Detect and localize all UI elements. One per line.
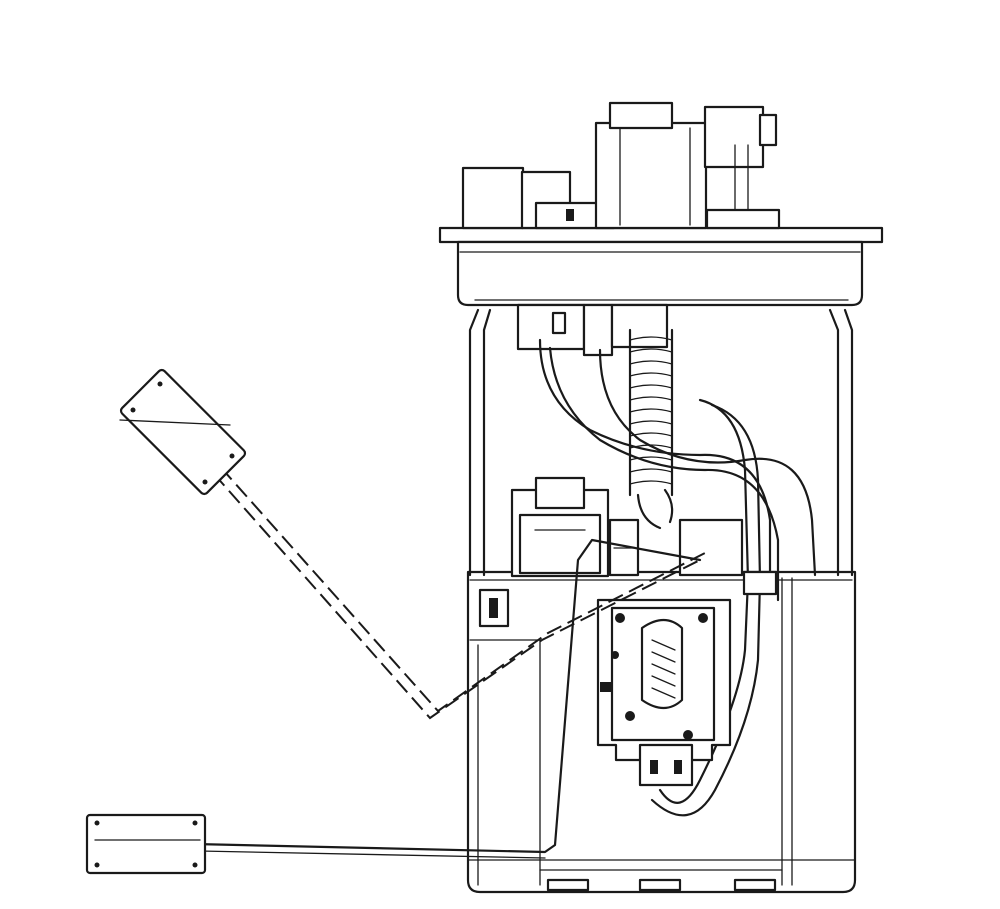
wire-harness	[538, 338, 817, 817]
guide-rods	[468, 308, 854, 577]
corrugated-fuel-hose	[628, 328, 674, 530]
float-arm-lower-position	[85, 538, 702, 875]
under-flange-fittings	[516, 303, 669, 357]
fuel-level-sender	[596, 570, 778, 787]
float-arm-upper-position	[119, 368, 706, 720]
electrical-connector	[461, 101, 781, 230]
pump-housing	[510, 476, 744, 578]
top-flange	[438, 226, 884, 307]
